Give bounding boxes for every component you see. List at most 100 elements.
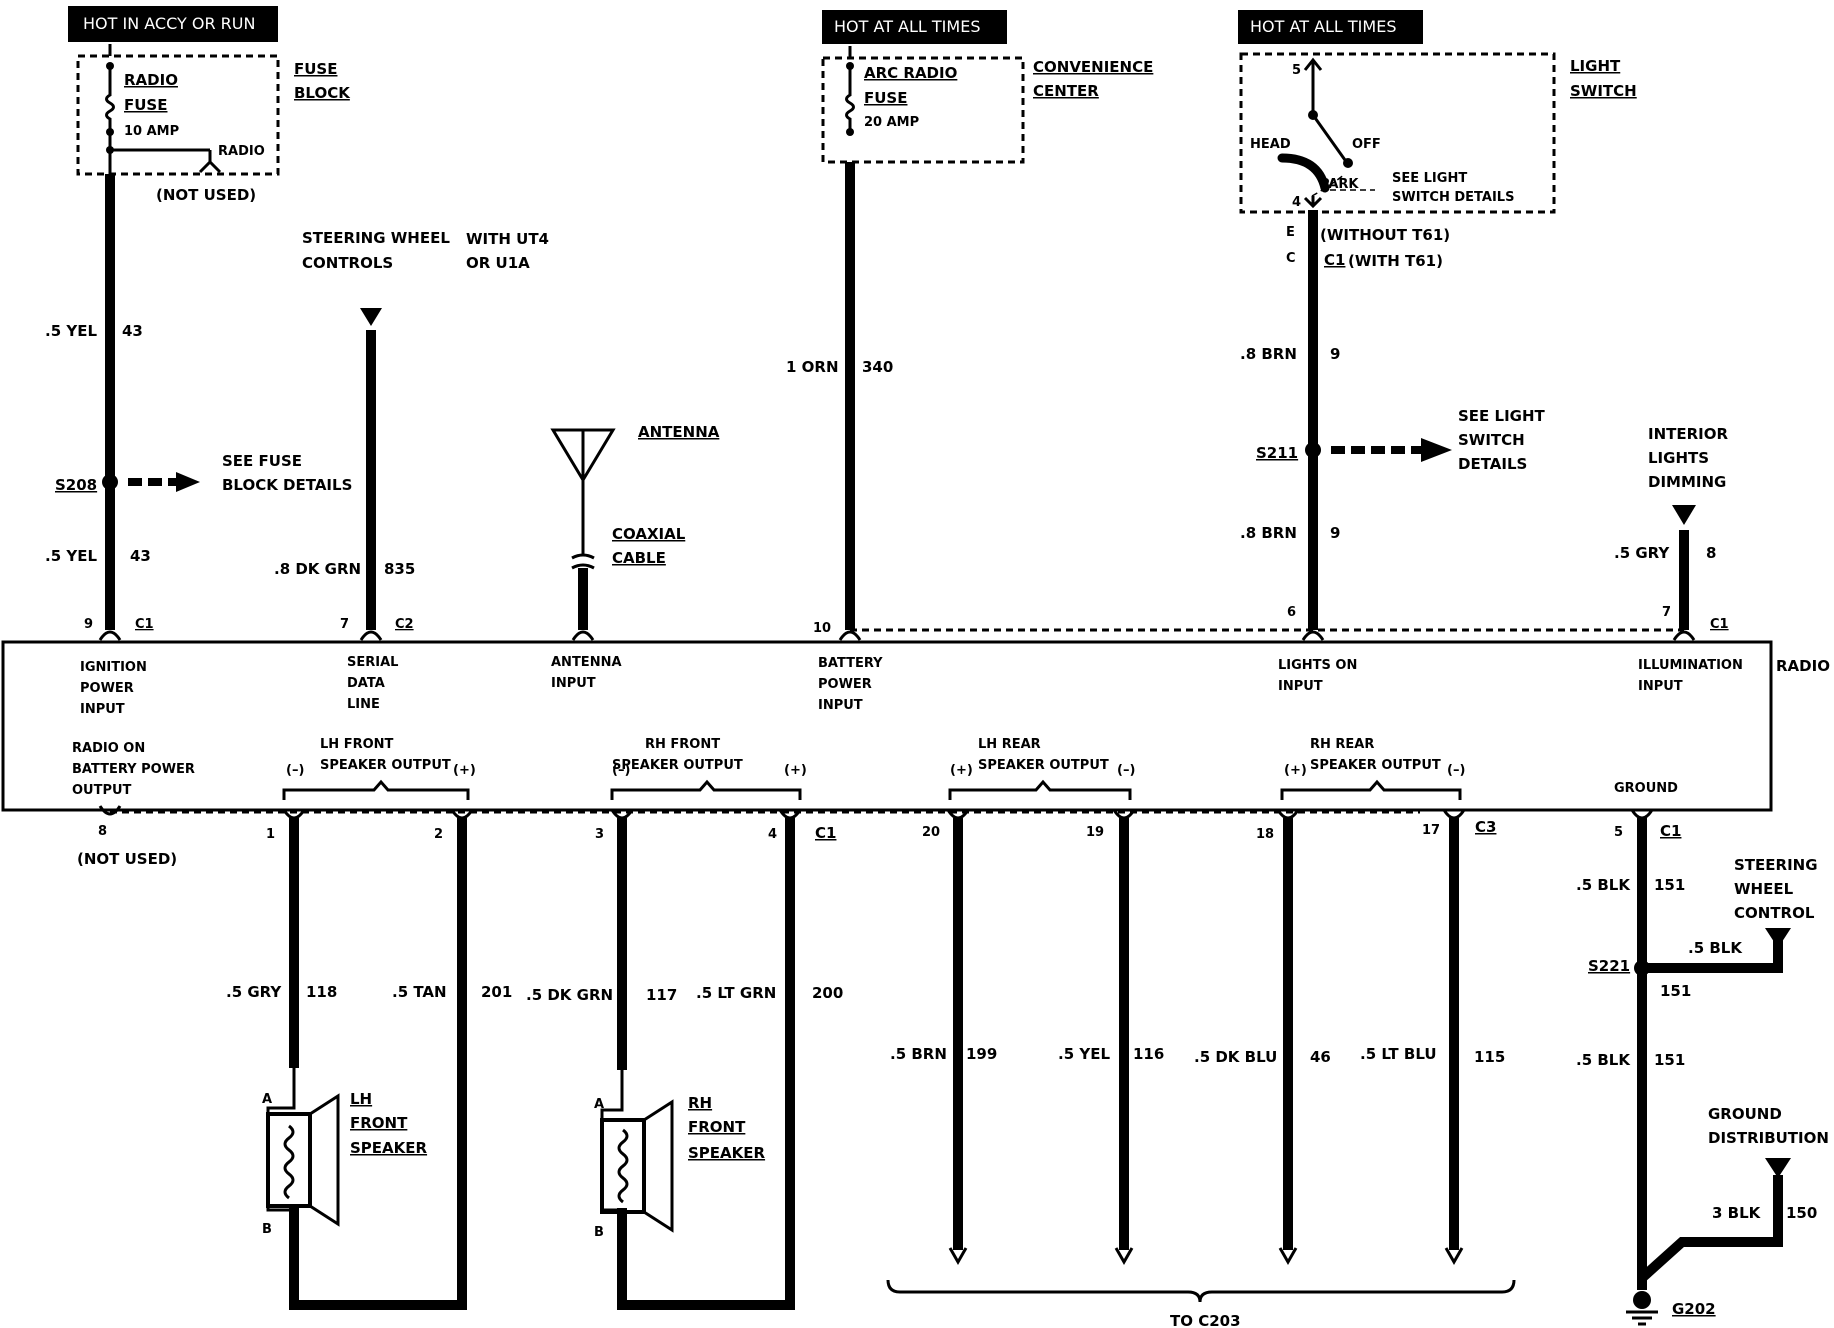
- rh-front-speaker: A B RH FRONT SPEAKER: [594, 1070, 766, 1240]
- svg-text:6: 6: [1287, 605, 1296, 620]
- svg-text:835: 835: [384, 560, 415, 578]
- svg-text:5: 5: [1614, 825, 1623, 840]
- svg-text:151: 151: [1654, 1051, 1685, 1069]
- svg-text:8: 8: [1706, 544, 1716, 562]
- svg-text:8: 8: [98, 824, 107, 839]
- svg-text:.5 GRY: .5 GRY: [1614, 544, 1670, 562]
- svg-text:LIGHTS: LIGHTS: [1648, 449, 1709, 467]
- svg-text:BATTERY: BATTERY: [818, 656, 883, 671]
- svg-text:INPUT: INPUT: [818, 698, 863, 713]
- svg-text:OUTPUT: OUTPUT: [72, 783, 132, 798]
- svg-text:20 AMP: 20 AMP: [864, 115, 919, 130]
- svg-text:SERIAL: SERIAL: [347, 655, 398, 670]
- svg-text:.5 BLK: .5 BLK: [1576, 876, 1631, 894]
- svg-text:E: E: [1286, 225, 1295, 240]
- svg-text:4: 4: [1292, 195, 1301, 210]
- svg-text:CENTER: CENTER: [1033, 82, 1099, 100]
- svg-text:.5 BRN: .5 BRN: [890, 1045, 947, 1063]
- svg-text:SPEAKER OUTPUT: SPEAKER OUTPUT: [1310, 758, 1441, 773]
- svg-text:OR U1A: OR U1A: [466, 254, 530, 272]
- radio-top-pins: 9 C1 7 C2 10 6 7 C1: [84, 605, 1729, 641]
- svg-text:.5 DK BLU: .5 DK BLU: [1194, 1048, 1277, 1066]
- svg-text:4: 4: [768, 827, 777, 842]
- svg-text:B: B: [594, 1225, 604, 1240]
- svg-text:10 AMP: 10 AMP: [124, 124, 179, 139]
- svg-text:LH: LH: [350, 1090, 372, 1108]
- svg-text:10: 10: [813, 621, 831, 636]
- svg-text:HOT AT ALL TIMES: HOT AT ALL TIMES: [1250, 17, 1396, 36]
- svg-text:RADIO: RADIO: [218, 144, 265, 159]
- svg-text:HEAD: HEAD: [1250, 137, 1291, 152]
- svg-text:FRONT: FRONT: [350, 1114, 408, 1132]
- svg-text:LIGHT: LIGHT: [1570, 57, 1621, 75]
- svg-text:C1: C1: [135, 617, 154, 632]
- svg-text:ANTENNA: ANTENNA: [638, 423, 720, 441]
- svg-text:CONVENIENCE: CONVENIENCE: [1033, 58, 1153, 76]
- fuse-symbol: [105, 66, 115, 132]
- svg-text:RH FRONT: RH FRONT: [645, 737, 720, 752]
- svg-text:INPUT: INPUT: [1638, 679, 1683, 694]
- svg-text:COAXIAL: COAXIAL: [612, 525, 686, 543]
- svg-text:7: 7: [340, 617, 349, 632]
- svg-text:C: C: [1286, 251, 1296, 266]
- hot-at-all-times-header-2: HOT AT ALL TIMES: [1238, 10, 1423, 44]
- svg-text:SWITCH: SWITCH: [1570, 82, 1637, 100]
- svg-text:17: 17: [1422, 823, 1440, 838]
- svg-text:118: 118: [306, 983, 337, 1001]
- svg-text:SEE FUSE: SEE FUSE: [222, 452, 302, 470]
- svg-text:DATA: DATA: [347, 676, 385, 691]
- antenna: ANTENNA COAXIAL CABLE: [550, 423, 720, 630]
- svg-text:151: 151: [1654, 876, 1685, 894]
- svg-text:(+): (+): [1284, 763, 1307, 778]
- svg-text:CONTROLS: CONTROLS: [302, 254, 393, 272]
- svg-text:SPEAKER: SPEAKER: [688, 1144, 766, 1162]
- svg-text:C3: C3: [1475, 818, 1496, 836]
- bottom-wires: 8 (NOT USED) 1 2 3 4 C1 20 19 18 17 C3 5…: [77, 805, 1829, 1328]
- svg-text:.8 BRN: .8 BRN: [1240, 524, 1297, 542]
- svg-text:.5 BLK: .5 BLK: [1576, 1051, 1631, 1069]
- svg-text:9: 9: [1330, 345, 1340, 363]
- svg-text:SPEAKER OUTPUT: SPEAKER OUTPUT: [320, 758, 451, 773]
- svg-text:200: 200: [812, 984, 843, 1002]
- svg-text:BLOCK: BLOCK: [294, 84, 351, 102]
- svg-text:LH REAR: LH REAR: [978, 737, 1041, 752]
- svg-text:(–): (–): [1447, 763, 1465, 778]
- svg-text:INPUT: INPUT: [80, 702, 125, 717]
- svg-text:115: 115: [1474, 1048, 1505, 1066]
- svg-text:G202: G202: [1672, 1300, 1716, 1318]
- svg-text:INPUT: INPUT: [1278, 679, 1323, 694]
- svg-text:116: 116: [1133, 1045, 1164, 1063]
- svg-text:.5 DK GRN: .5 DK GRN: [526, 986, 613, 1004]
- svg-text:B: B: [262, 1222, 272, 1237]
- svg-text:S221: S221: [1588, 957, 1630, 975]
- svg-text:.5 LT GRN: .5 LT GRN: [696, 984, 776, 1002]
- svg-text:GROUND: GROUND: [1614, 781, 1678, 796]
- svg-text:GROUND: GROUND: [1708, 1105, 1782, 1123]
- top-wires: .5 YEL 43 S208 SEE FUSE BLOCK DETAILS .5…: [45, 162, 1728, 632]
- svg-text:C1: C1: [1660, 822, 1681, 840]
- svg-text:CONTROL: CONTROL: [1734, 904, 1815, 922]
- svg-text:STEERING: STEERING: [1734, 856, 1818, 874]
- radio-unit: RADIO IGNITION POWER INPUT SERIAL DATA L…: [1, 640, 1830, 812]
- svg-text:.8 DK GRN: .8 DK GRN: [274, 560, 361, 578]
- svg-text:(+): (+): [950, 763, 973, 778]
- svg-text:(–): (–): [612, 763, 630, 778]
- svg-text:S211: S211: [1256, 444, 1298, 462]
- svg-text:3: 3: [595, 827, 604, 842]
- svg-text:(–): (–): [286, 763, 304, 778]
- svg-text:46: 46: [1310, 1048, 1331, 1066]
- svg-text:.5 YEL: .5 YEL: [1058, 1045, 1110, 1063]
- svg-text:LINE: LINE: [347, 697, 380, 712]
- svg-text:(NOT USED): (NOT USED): [156, 186, 256, 204]
- svg-text:A: A: [594, 1097, 604, 1112]
- svg-text:FRONT: FRONT: [688, 1118, 746, 1136]
- svg-text:STEERING WHEEL: STEERING WHEEL: [302, 229, 450, 247]
- svg-text:199: 199: [966, 1045, 997, 1063]
- svg-text:(WITH T61): (WITH T61): [1348, 252, 1443, 270]
- svg-text:2: 2: [434, 827, 443, 842]
- svg-text:340: 340: [862, 358, 893, 376]
- svg-text:FUSE: FUSE: [294, 60, 337, 78]
- svg-text:IGNITION: IGNITION: [80, 660, 147, 675]
- svg-text:INTERIOR: INTERIOR: [1648, 425, 1728, 443]
- svg-text:SPEAKER OUTPUT: SPEAKER OUTPUT: [978, 758, 1109, 773]
